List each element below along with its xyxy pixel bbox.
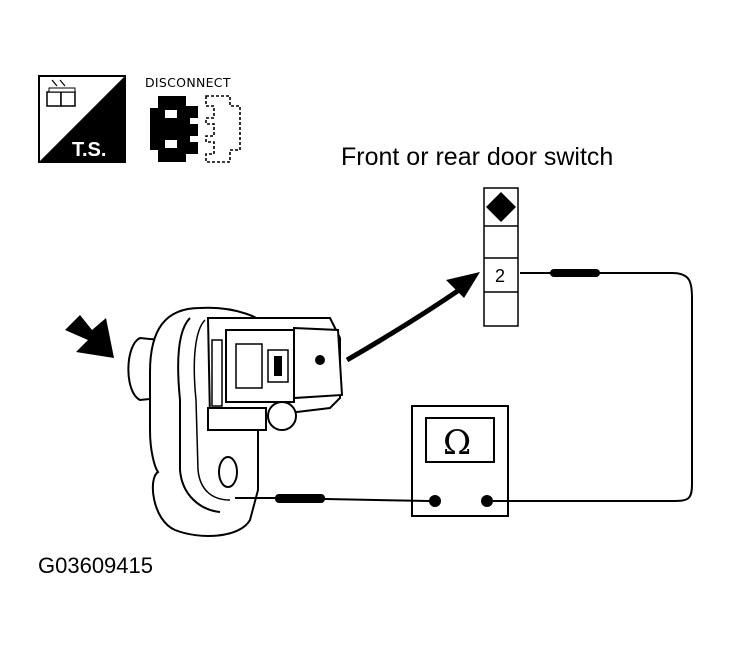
disconnect-label: DISCONNECT [145,75,231,90]
connector-lock-diamond [486,192,516,222]
view-direction-arrow-icon [65,315,114,358]
ohmmeter-terminal-left [429,495,441,507]
diagram-id: G03609415 [38,553,153,578]
probe-connector [550,269,600,277]
troubleshooting-icon: T.S. [38,75,126,163]
disconnect-connector-icon: DISCONNECT [145,75,241,163]
curved-arrow-icon [345,272,480,363]
ohm-symbol: Ω [443,423,471,463]
test-leads [235,269,693,503]
test-lead-ground [235,497,430,502]
probe-switch [275,494,325,503]
ohmmeter-display [425,417,495,463]
diagram-title: Front or rear door switch [341,143,613,171]
ohmmeter: Ω [411,405,509,517]
ohmmeter-terminal-right [481,495,493,507]
test-lead-positive [493,272,693,502]
ts-label: T.S. [72,139,106,161]
terminal-number: 2 [495,266,505,286]
door-switch-connector: 2 [483,187,519,327]
door-switch [127,306,344,537]
